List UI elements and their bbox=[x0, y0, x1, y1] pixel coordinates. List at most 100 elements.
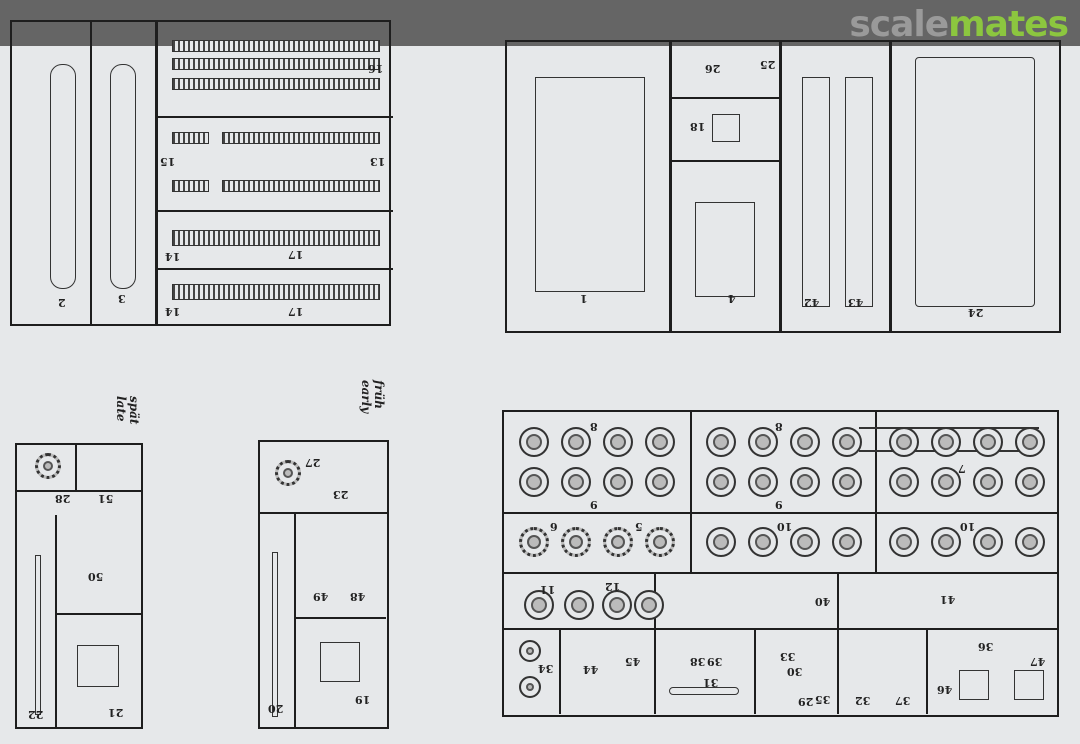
part-label: 1 bbox=[580, 292, 588, 305]
part-label: 10 bbox=[777, 520, 793, 533]
sprue-early bbox=[258, 440, 389, 729]
part-label: 46 bbox=[937, 683, 953, 696]
road-wheel bbox=[1015, 527, 1045, 557]
road-wheel bbox=[706, 427, 736, 457]
part-label: 50 bbox=[88, 570, 104, 583]
road-wheel bbox=[748, 427, 778, 457]
part-label: 14 bbox=[165, 250, 181, 263]
part-label: 17 bbox=[288, 305, 304, 318]
part-label: 3 bbox=[118, 292, 126, 305]
part-label: 41 bbox=[940, 593, 956, 606]
part-label: 36 bbox=[978, 640, 994, 653]
part-label: 13 bbox=[370, 155, 386, 168]
road-wheel bbox=[519, 427, 549, 457]
road-wheel bbox=[524, 590, 554, 620]
part-label: 48 bbox=[350, 590, 366, 603]
part-label: 44 bbox=[583, 663, 599, 676]
sprue-late bbox=[15, 443, 143, 729]
part-label: 18 bbox=[690, 120, 706, 133]
road-wheel bbox=[645, 527, 675, 557]
sprue-tracks bbox=[10, 20, 393, 326]
part-label: 40 bbox=[815, 595, 831, 608]
road-wheel bbox=[973, 527, 1003, 557]
road-wheel bbox=[973, 467, 1003, 497]
part-label: 38 bbox=[690, 655, 706, 668]
part-label: 33 bbox=[780, 650, 796, 663]
road-wheel bbox=[519, 527, 549, 557]
part-label: 20 bbox=[268, 702, 284, 715]
part-label: 11 bbox=[540, 583, 556, 596]
part-label: 24 bbox=[968, 306, 984, 319]
part-label: 7 bbox=[958, 462, 966, 475]
road-wheel bbox=[706, 527, 736, 557]
road-wheel bbox=[931, 527, 961, 557]
part-label: 23 bbox=[333, 488, 349, 501]
road-wheel bbox=[561, 527, 591, 557]
part-label: 45 bbox=[625, 655, 641, 668]
road-wheel bbox=[832, 527, 862, 557]
part-label: 17 bbox=[288, 248, 304, 261]
part-label: 30 bbox=[787, 665, 803, 678]
part-label: 2 bbox=[58, 296, 66, 309]
part-label: 9 bbox=[775, 498, 783, 511]
part-label: 19 bbox=[355, 693, 371, 706]
road-wheel bbox=[561, 467, 591, 497]
part-label: 27 bbox=[305, 456, 321, 469]
part-label: 5 bbox=[635, 520, 643, 533]
road-wheel bbox=[790, 527, 820, 557]
road-wheel bbox=[748, 527, 778, 557]
part-label: 28 bbox=[55, 492, 71, 505]
road-wheel bbox=[602, 590, 632, 620]
road-wheel bbox=[790, 427, 820, 457]
road-wheel bbox=[603, 467, 633, 497]
road-wheel bbox=[645, 467, 675, 497]
road-wheel bbox=[603, 527, 633, 557]
part-label: 39 bbox=[707, 655, 723, 668]
part-label: 4 bbox=[728, 292, 736, 305]
part-label: 32 bbox=[855, 694, 871, 707]
part-label: 42 bbox=[804, 296, 820, 309]
part-label: 21 bbox=[108, 706, 124, 719]
part-label: 49 bbox=[313, 590, 329, 603]
road-wheel bbox=[931, 427, 961, 457]
road-wheel bbox=[889, 467, 919, 497]
road-wheel bbox=[1015, 427, 1045, 457]
road-wheel bbox=[832, 467, 862, 497]
part-label: 31 bbox=[703, 676, 719, 689]
road-wheel bbox=[748, 467, 778, 497]
part-label: 10 bbox=[960, 520, 976, 533]
part-label: 35 bbox=[815, 693, 831, 706]
road-wheel bbox=[519, 467, 549, 497]
road-wheel bbox=[645, 427, 675, 457]
road-wheel bbox=[706, 467, 736, 497]
part-label: 34 bbox=[538, 662, 554, 675]
part-label: 26 bbox=[705, 62, 721, 75]
part-label: 43 bbox=[848, 296, 864, 309]
part-label: 8 bbox=[775, 420, 783, 433]
part-label: 14 bbox=[165, 305, 181, 318]
sprue-hull bbox=[505, 40, 1061, 333]
sprue-wheels bbox=[502, 410, 1059, 717]
part-label: 15 bbox=[160, 155, 176, 168]
part-label: 47 bbox=[1030, 655, 1046, 668]
road-wheel bbox=[790, 467, 820, 497]
part-label: 25 bbox=[760, 58, 776, 71]
part-label: 12 bbox=[605, 580, 621, 593]
road-wheel bbox=[889, 427, 919, 457]
road-wheel bbox=[832, 427, 862, 457]
road-wheel bbox=[1015, 467, 1045, 497]
road-wheel bbox=[931, 467, 961, 497]
part-label: 6 bbox=[550, 520, 558, 533]
road-wheel bbox=[561, 427, 591, 457]
watermark-band bbox=[0, 0, 1080, 46]
part-label: 8 bbox=[590, 420, 598, 433]
road-wheel bbox=[973, 427, 1003, 457]
road-wheel bbox=[564, 590, 594, 620]
part-label: 22 bbox=[28, 708, 44, 721]
road-wheel bbox=[603, 427, 633, 457]
part-label: 16 bbox=[368, 62, 384, 75]
road-wheel bbox=[634, 590, 664, 620]
road-wheel bbox=[889, 527, 919, 557]
